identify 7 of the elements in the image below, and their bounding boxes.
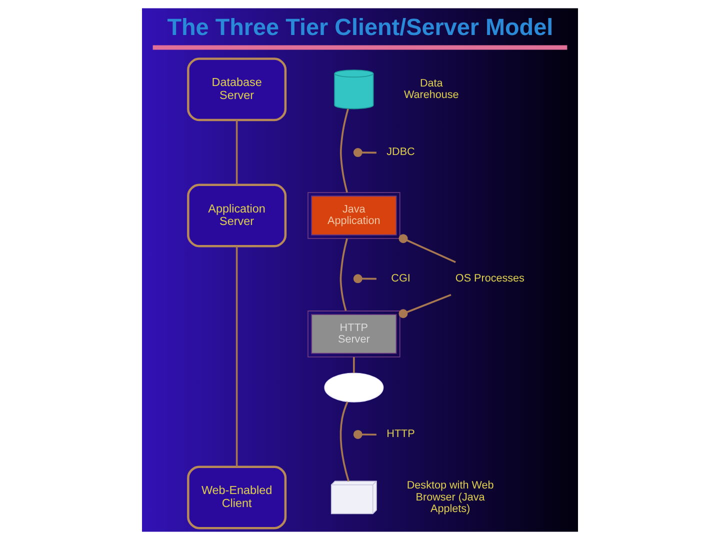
node-text: JDBC: [386, 146, 415, 158]
node-text: CGI: [391, 272, 410, 284]
node-text: HTTP: [386, 428, 415, 440]
node-text: OS Processes: [455, 272, 524, 284]
node-label: Desktop with Web Browser (Java Applets): [406, 480, 494, 515]
diagram-title: The Three Tier Client/Server Model: [167, 14, 554, 40]
node-label: Data Warehouse: [404, 77, 459, 102]
